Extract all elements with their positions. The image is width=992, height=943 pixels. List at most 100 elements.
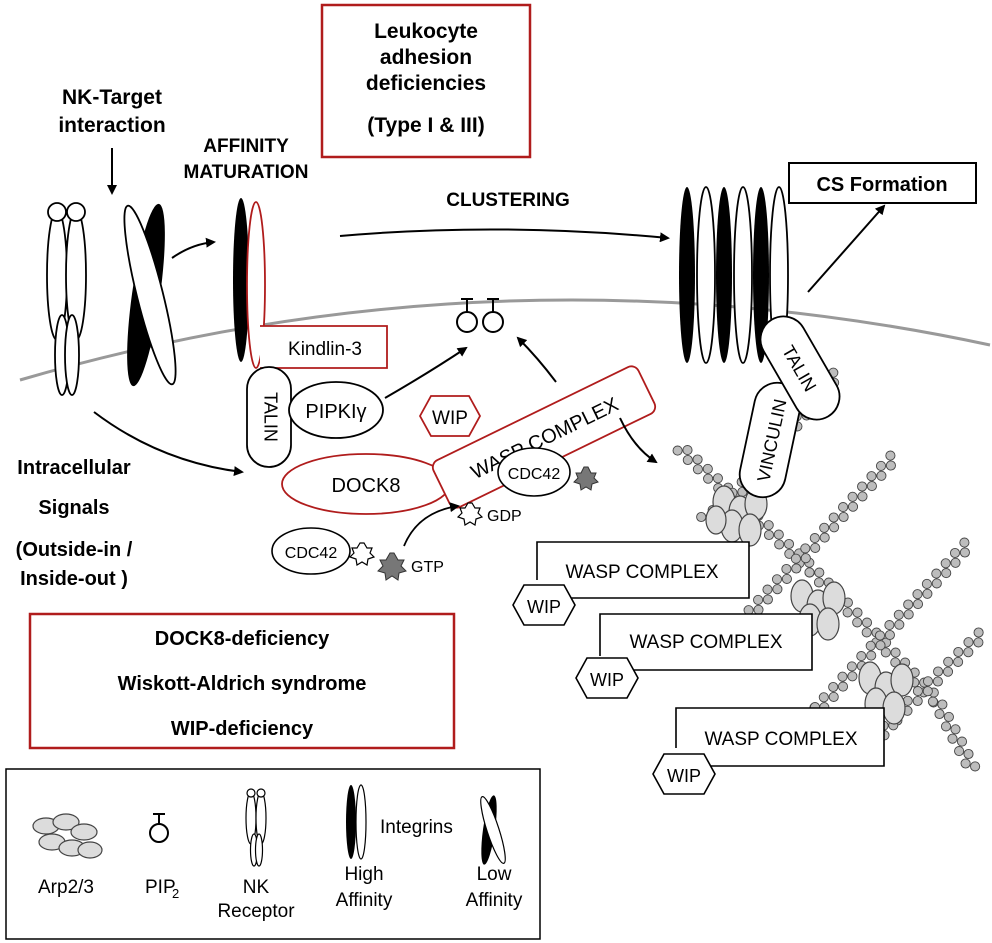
actin-bead [800,553,811,564]
cs-formation-box: CS Formation [788,162,977,204]
legend-pip2-icon [149,813,169,843]
actin-bead [847,491,858,502]
actin-bead [963,647,974,658]
actin-bead [857,491,868,502]
actin-bead [943,656,954,667]
actin-bead [818,692,829,703]
cdc42-inactive-label: CDC42 [285,545,338,562]
actin-bead [828,512,839,523]
wasp-3-label: WASP COMPLEX [704,729,857,750]
actin-bead [876,470,887,481]
wip-3-label: WIP [667,766,701,786]
actin-bead [953,646,964,658]
nk-target-line1: NK-Target [62,86,162,109]
gtp-star-bound [573,466,599,491]
lad-line1: Leukocyte [374,20,478,43]
wasp-2-label: WASP COMPLEX [629,632,782,653]
legend-pip2-label: PIP [145,877,176,898]
cdc42-inactive: CDC42 [271,527,376,575]
gtp-star [377,552,407,581]
low-affinity-integrin [123,203,177,387]
dock8-node: DOCK8 [281,453,451,515]
legend-nk-line2: Receptor [217,901,295,922]
actin-bead [953,656,964,667]
actin-bead [866,471,877,482]
talin-right: TALIN [759,315,841,421]
actin-bead [828,681,839,693]
actin-bead [791,563,802,574]
actin-bead [903,599,914,610]
actin-bead [973,627,984,638]
actin-bead [781,573,792,584]
dock8-deficiency-label: DOCK8-deficiency [155,628,330,650]
legend-high-line1: High [344,864,383,885]
actin-bead [912,695,923,707]
actin-bead [894,619,905,630]
legend-low-line1: Low [477,864,512,885]
actin-bead [861,617,873,628]
pip2-pair [456,298,504,333]
actin-bead [960,758,971,769]
actin-bead [950,557,961,568]
arp23-cluster-3 [858,661,914,725]
actin-bead [682,454,693,466]
actin-bead [943,711,954,722]
actin-bead [927,696,938,707]
actin-bead [771,574,783,585]
integrin-cluster [679,186,789,364]
legend-arp23-label: Arp2/3 [38,877,94,898]
actin-bead [838,511,849,523]
arp23-cluster-2 [790,579,846,641]
actin-bead [947,733,958,744]
actin-bead [781,563,792,575]
gtp-exchange-arrow [403,502,460,547]
wip-deficiency-label: WIP-deficiency [171,718,314,740]
actin-bead [852,607,863,618]
actin-bead [973,637,984,648]
actin-bead [942,666,954,677]
signals-line4: Inside-out ) [20,568,128,590]
actin-bead [819,522,830,533]
actin-bead [954,746,965,757]
actin-bead [922,686,933,697]
actin-bead [837,671,848,682]
wip-main: WIP [418,395,482,437]
actin-bead [940,721,952,732]
actin-bead [682,445,693,456]
actin-bead [875,460,887,471]
gdp-label: GDP [487,508,522,525]
actin-bead [837,681,849,692]
actin-bead [949,547,961,559]
kindlin3-label: Kindlin-3 [288,339,362,360]
actin-bead [865,640,876,651]
vinculin-node: VINCULIN [738,381,802,499]
wip-2-label: WIP [590,670,624,690]
actin-bead [692,464,703,475]
actin-bead [890,647,901,658]
actin-bead [753,594,764,605]
was-label: Wiskott-Aldrich syndrome [118,673,367,695]
actin-bead [922,588,933,599]
talin-left: TALIN [246,366,292,468]
arp23-cluster-1 [705,485,768,547]
actin-bead [813,577,825,588]
legend-high-affinity-icon [346,784,367,860]
signals-line1: Intracellular [17,457,131,479]
talin-left-label: TALIN [260,392,280,442]
actin-bead [937,699,948,710]
signals-line3: (Outside-in / [16,539,133,561]
actin-bead [912,599,924,610]
legend-nk-line1: NK [243,877,270,898]
wasp-disease-box: DOCK8-deficiency Wiskott-Aldrich syndrom… [28,612,456,750]
actin-bead [804,567,815,578]
wip-main-label: WIP [432,408,468,429]
lad-line2: adhesion [380,46,472,69]
legend-integrins-label: Integrins [380,817,453,838]
actin-bead [963,748,974,760]
actin-bead [762,584,773,595]
cs-formation-label: CS Formation [816,174,947,196]
actin-bead [753,604,764,615]
actin-bead [847,501,859,512]
actin-bead [970,761,981,772]
legend-high-line2: Affinity [336,890,393,911]
